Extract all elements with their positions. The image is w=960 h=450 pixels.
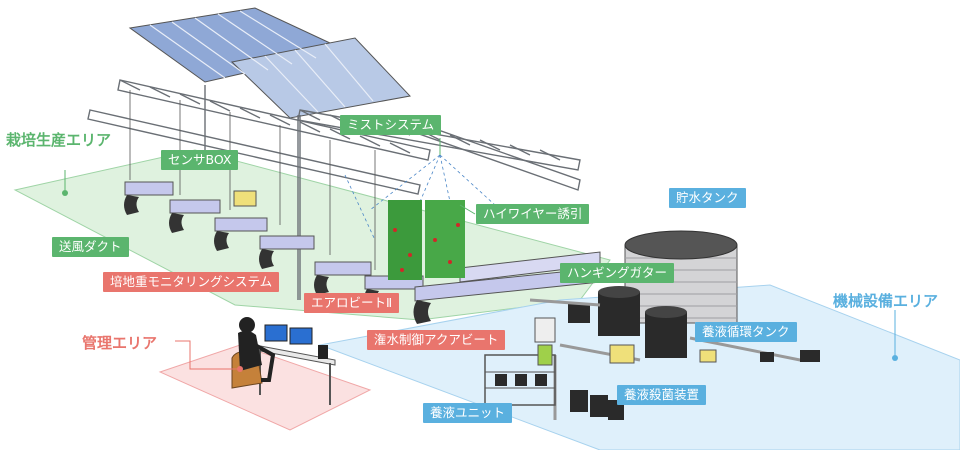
sterilizer <box>609 344 717 364</box>
label-irrigation-aquabeat: 潅水制御アクアビート <box>367 330 506 350</box>
area-management: 管理エリア <box>82 334 158 352</box>
roof-glass-lines <box>149 10 374 113</box>
area-cultivation: 栽培生産エリア <box>6 131 112 149</box>
operator-desk <box>231 317 336 405</box>
small-tanks <box>570 350 820 420</box>
label-nutrient-unit: 養液ユニット <box>423 403 513 423</box>
label-weight-monitoring: 培地重モニタリングシステム <box>103 272 280 292</box>
label-sensor-box: センサBOX <box>161 150 239 170</box>
circulation-tanks <box>568 286 687 358</box>
label-aerobeat: エアロビートⅡ <box>304 293 400 313</box>
tomato-plants <box>388 200 465 280</box>
label-nutrient-circulation-tank: 養液循環タンク <box>695 322 797 342</box>
mist-spray <box>344 154 496 241</box>
sensor-box <box>233 190 257 207</box>
area-machinery: 機械設備エリア <box>833 292 939 310</box>
label-water-tank: 貯水タンク <box>669 188 746 208</box>
label-mist-system: ミストシステム <box>340 115 442 135</box>
label-hanging-gutter: ハンギングガター <box>560 263 675 283</box>
callout-leaders <box>62 138 898 372</box>
label-air-duct: 送風ダクト <box>52 237 129 257</box>
machinery-floor <box>318 284 960 450</box>
management-floor <box>158 344 372 431</box>
roof-panel-right <box>230 37 411 119</box>
label-high-wire: ハイワイヤー誘引 <box>476 204 590 224</box>
nutrient-unit-rack <box>484 317 556 406</box>
label-nutrient-sterilizer: 養液殺菌装置 <box>617 385 707 405</box>
